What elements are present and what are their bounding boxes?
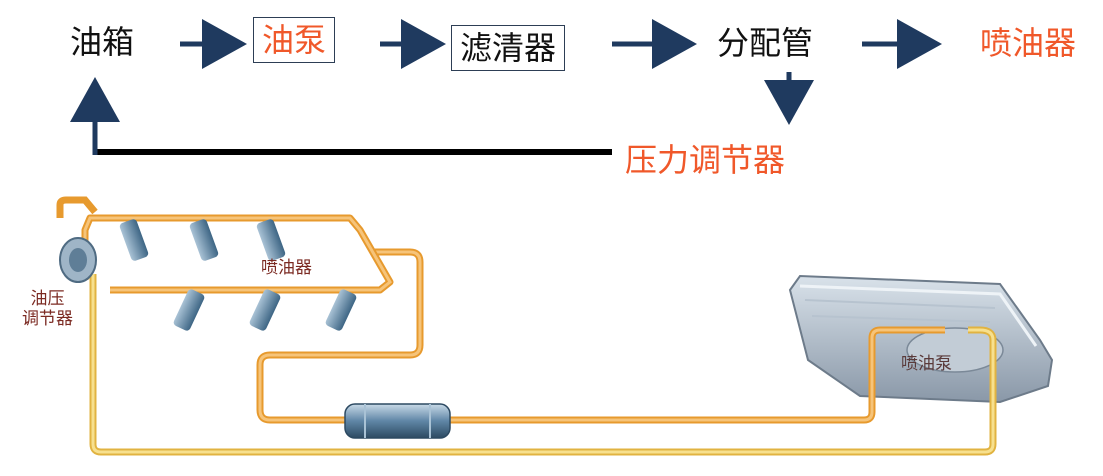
fuel-system-illustration: 喷油器 油压 调节器 喷油泵 bbox=[0, 190, 1103, 472]
fuel-flow-diagram: 油箱 油泵 滤清器 分配管 喷油器 压力调节器 bbox=[0, 0, 1103, 190]
fuel-filter-shape bbox=[344, 403, 451, 439]
pressure-regulator-shape bbox=[59, 237, 97, 283]
node-injector: 喷油器 bbox=[980, 24, 1077, 62]
injectors-label: 喷油器 bbox=[261, 258, 312, 278]
fuel-pump-label: 喷油泵 bbox=[901, 354, 952, 374]
node-fuel-tank: 油箱 bbox=[70, 23, 135, 61]
regulator-label: 油压 调节器 bbox=[22, 289, 73, 329]
flow-arrows bbox=[70, 19, 942, 155]
injectors-top-row bbox=[119, 219, 286, 261]
node-pressure-regulator: 压力调节器 bbox=[625, 141, 786, 179]
regulator-label-line1: 油压 bbox=[30, 289, 65, 309]
fuel-system-drawing bbox=[56, 196, 1054, 456]
regulator-label-line2: 调节器 bbox=[22, 308, 73, 329]
node-fuel-pump: 油泵 bbox=[253, 17, 336, 63]
node-fuel-filter: 滤清器 bbox=[451, 25, 566, 71]
injectors-bottom-row bbox=[173, 289, 357, 331]
fuel-tank-shape bbox=[788, 274, 1054, 404]
node-fuel-rail: 分配管 bbox=[717, 24, 814, 62]
